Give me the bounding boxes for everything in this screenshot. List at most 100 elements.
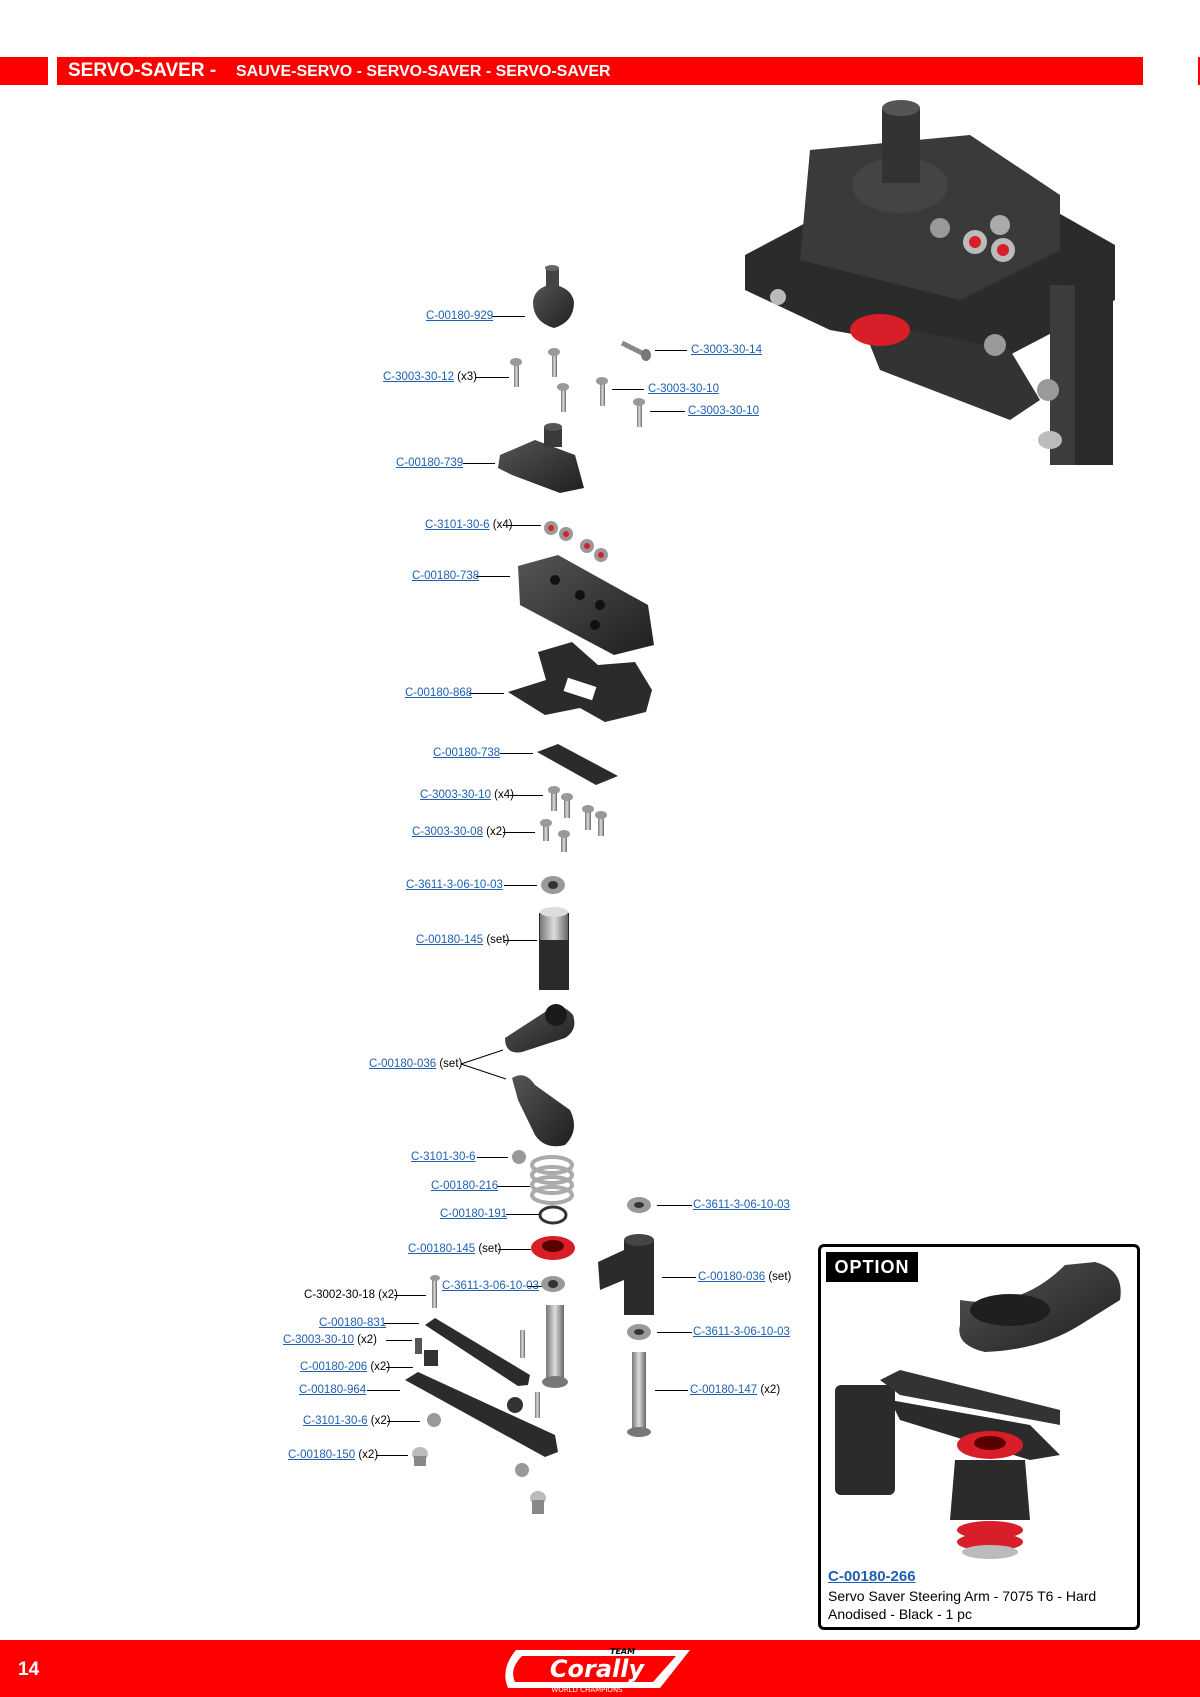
leader-line — [475, 377, 509, 378]
part-label: C-00180-036 (set) — [369, 1057, 462, 1071]
part-number-link[interactable]: C-3611-3-06-10-03 — [693, 1326, 790, 1338]
option-part-number-link[interactable]: C-00180-266 — [828, 1568, 916, 1585]
leader-line — [510, 795, 543, 796]
part-number-link[interactable]: C-3003-30-08 — [412, 826, 483, 838]
leader-line — [612, 389, 644, 390]
part-c-00180-036-arm-upper-image — [505, 1004, 575, 1053]
part-label: C-00180-831 — [319, 1316, 386, 1330]
part-quantity: (x2) — [358, 1449, 379, 1461]
part-number-link[interactable]: C-00180-147 — [690, 1384, 758, 1396]
part-number-link[interactable]: C-00180-036 — [698, 1271, 766, 1283]
part-number-link[interactable]: C-00180-145 — [408, 1243, 476, 1255]
part-label: C-00180-739 — [396, 456, 463, 470]
part-number-link[interactable]: C-3101-30-6 — [303, 1415, 368, 1427]
leader-line — [384, 1323, 419, 1324]
part-number-link[interactable]: C-00180-738 — [433, 747, 501, 759]
part-number-link[interactable]: C-00180-868 — [405, 687, 473, 699]
part-number-link[interactable]: C-00180-831 — [319, 1317, 387, 1329]
right-column-parts-image — [598, 1197, 654, 1437]
section-subtitle: SAUVE-SERVO - SERVO-SAVER - SERVO-SAVER — [236, 63, 611, 80]
part-label: C-3101-30-6 — [411, 1150, 476, 1164]
leader-line — [506, 1214, 539, 1215]
part-label: C-00180-191 — [440, 1207, 507, 1221]
part-number-link[interactable]: C-00180-206 — [300, 1361, 368, 1373]
leader-line — [650, 411, 685, 412]
option-description: Servo Saver Steering Arm - 7075 T6 - Har… — [828, 1588, 1097, 1622]
logo-team-text: TEAM — [610, 1647, 635, 1656]
part-number-link[interactable]: C-3003-30-12 — [383, 371, 454, 383]
leader-line — [376, 1455, 408, 1456]
part-label: C-3101-30-6 (x4) — [425, 518, 513, 532]
part-quantity: (set) — [768, 1271, 792, 1283]
part-number-link[interactable]: C-3003-30-10 — [283, 1334, 354, 1346]
part-label: C-3003-30-14 — [691, 343, 762, 357]
logo-tagline-text: WORLD CHAMPIONS — [551, 1686, 623, 1694]
part-c-00180-738-block-image — [518, 555, 654, 655]
part-c-00180-929-image — [533, 265, 574, 328]
part-number-link[interactable]: C-3611-3-06-10-03 — [693, 1199, 790, 1211]
plain-part-label: C-3002-30-18 (x2) — [304, 1289, 398, 1301]
part-label: C-00180-145 (set) — [416, 933, 509, 947]
part-number-link[interactable]: C-00180-150 — [288, 1449, 356, 1461]
part-number-link[interactable]: C-00180-191 — [440, 1208, 508, 1220]
leader-line — [655, 1390, 688, 1391]
leader-fork — [460, 1049, 507, 1080]
part-number-link[interactable]: C-00180-145 — [416, 934, 484, 946]
part-number-link[interactable]: C-3003-30-10 — [420, 789, 491, 801]
part-number-link[interactable]: C-00180-216 — [431, 1180, 499, 1192]
page-number: 14 — [18, 1659, 40, 1680]
part-quantity: (x2) — [760, 1384, 781, 1396]
part-number-link[interactable]: C-00180-738 — [412, 570, 480, 582]
part-number-link[interactable]: C-3101-30-6 — [411, 1151, 476, 1163]
part-label: C-3611-3-06-10-03 — [406, 878, 503, 892]
leader-line — [655, 350, 687, 351]
leader-line — [497, 1186, 530, 1187]
leader-line — [498, 1249, 531, 1250]
part-quantity: (x3) — [457, 371, 477, 383]
part-label: C-00180-145 (set) — [408, 1242, 501, 1256]
part-label: C-00180-036 (set) — [698, 1270, 791, 1284]
part-label: C-3003-30-10 (x4) — [420, 788, 514, 802]
part-number-link[interactable]: C-00180-036 — [369, 1058, 437, 1070]
part-label: C-3003-30-08 (x2) — [412, 825, 506, 839]
part-number-link[interactable]: C-3003-30-10 — [688, 405, 759, 417]
part-number-link[interactable]: C-00180-929 — [426, 310, 494, 322]
leader-line — [469, 693, 504, 694]
part-quantity: (x2) — [370, 1415, 391, 1427]
leader-line — [508, 525, 541, 526]
part-number-link[interactable]: C-3003-30-14 — [691, 344, 762, 356]
part-number-link[interactable]: C-00180-739 — [396, 457, 464, 469]
part-label: C-00180-964 — [299, 1383, 366, 1397]
part-number-link[interactable]: C-00180-964 — [299, 1384, 367, 1396]
screws-top-image — [510, 340, 651, 427]
part-label: C-00180-738 — [433, 746, 500, 760]
leader-line — [504, 885, 537, 886]
leader-line — [463, 463, 495, 464]
part-number-link[interactable]: C-3611-3-06-10-03 — [406, 879, 503, 891]
part-label: C-00180-150 (x2) — [288, 1448, 378, 1462]
leader-line — [476, 576, 510, 577]
part-label: C-3003-30-10 (x2) — [283, 1333, 377, 1347]
nuts-c-3101-30-6-image — [544, 521, 608, 562]
header-right-stripe — [1198, 57, 1200, 85]
part-number-link[interactable]: C-3101-30-6 — [425, 519, 490, 531]
part-number-link[interactable]: C-3611-3-06-10-03 — [442, 1280, 539, 1292]
part-c-00180-738-plate-image — [537, 744, 618, 785]
part-label: C-3611-3-06-10-03 — [693, 1198, 790, 1212]
part-number-link[interactable]: C-3003-30-10 — [648, 383, 719, 395]
part-quantity: (set) — [478, 1243, 502, 1255]
leader-line — [477, 1157, 508, 1158]
spring-stack-image — [512, 1150, 575, 1292]
part-label: C-00180-868 — [405, 686, 472, 700]
option-product-image — [835, 1262, 1121, 1559]
part-label: C-00180-147 (x2) — [690, 1383, 780, 1397]
leader-line — [504, 940, 537, 941]
header-left-stripe — [0, 57, 48, 85]
leader-line — [657, 1332, 692, 1333]
part-label: C-3611-3-06-10-03 — [442, 1279, 539, 1293]
section-title: SERVO-SAVER - — [68, 60, 217, 81]
part-label: C-00180-738 — [412, 569, 479, 583]
part-label: C-00180-206 (x2) — [300, 1360, 390, 1374]
leader-line — [367, 1390, 400, 1391]
